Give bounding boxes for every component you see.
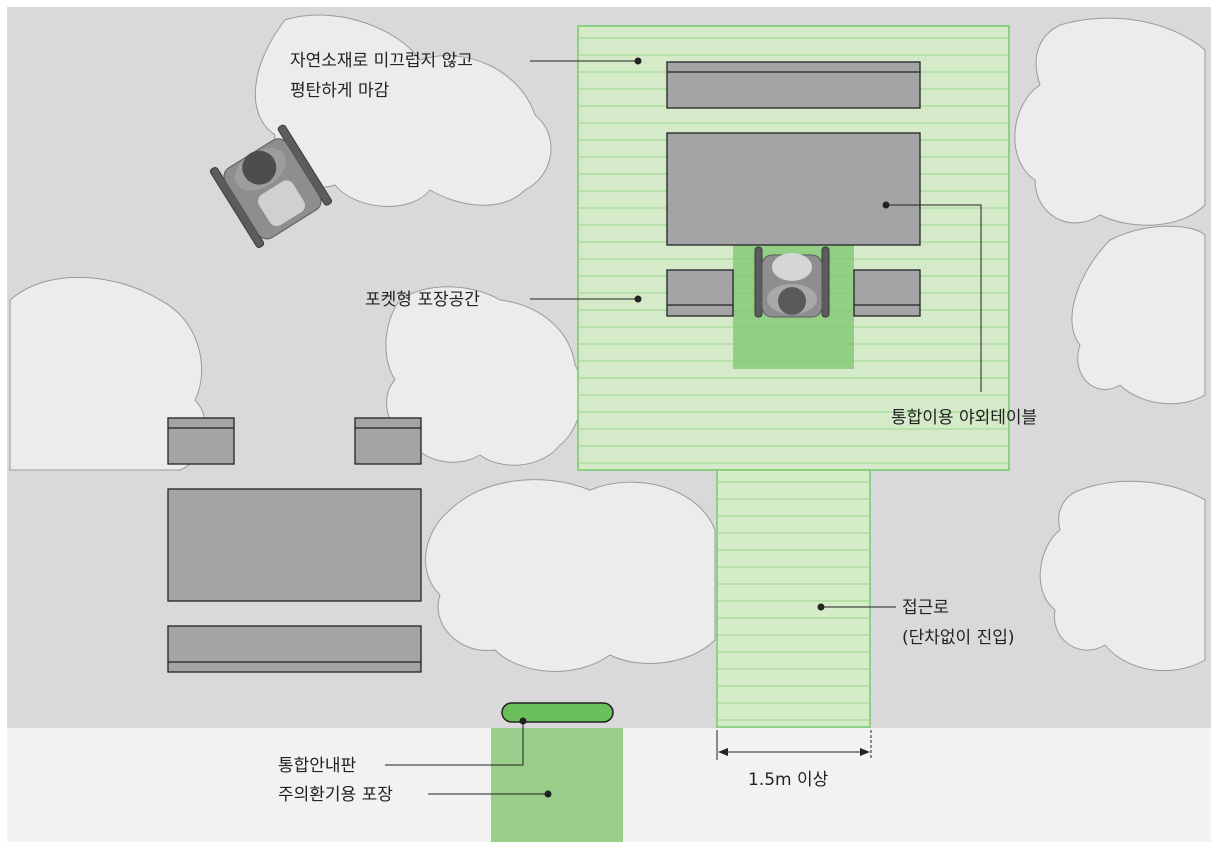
regular-seat-left	[167, 417, 235, 465]
leader-lines	[385, 60, 982, 795]
label-width-dimension: 1.5m 이상	[748, 770, 829, 790]
label-access-path-line1: 접근로	[902, 598, 949, 618]
width-dimension	[716, 730, 872, 760]
user-legs	[258, 180, 306, 227]
seat-left	[666, 269, 734, 317]
warning-paving	[491, 728, 623, 842]
label-warning-paving: 주의환기용 포장	[278, 785, 393, 805]
label-pocket-paving: 포켓형 포장공간	[365, 290, 480, 310]
leader-dots	[519, 57, 890, 798]
user-head	[242, 150, 277, 185]
user-lap	[772, 253, 812, 281]
accessible-table	[666, 132, 921, 246]
label-access-path-line2: (단차없이 진입)	[902, 628, 1015, 648]
seat-right	[853, 269, 921, 317]
info-sign	[501, 702, 614, 723]
wheelchair-user-icon-top-left	[209, 124, 332, 248]
wheelchair-user-icon	[754, 246, 830, 318]
access-path	[716, 469, 871, 728]
regular-bench	[167, 625, 422, 673]
regular-table-set	[167, 417, 422, 673]
regular-table	[167, 488, 422, 602]
regular-seat-right	[354, 417, 422, 465]
tree-canopy-center-bottom	[425, 479, 716, 672]
deck-area	[577, 25, 1010, 728]
user-head	[778, 287, 806, 315]
label-info-sign: 통합안내판	[278, 756, 357, 776]
wheelchair-wheel-right	[821, 246, 830, 318]
tree-canopy-right-mid	[1071, 225, 1206, 405]
tree-canopy-center-left	[385, 286, 583, 466]
outdoor-table-set	[666, 61, 921, 317]
wheelchair-wheel-left	[754, 246, 763, 318]
bench-top	[666, 61, 921, 109]
label-accessible-table: 통합이용 야외테이블	[891, 408, 1037, 428]
tree-canopies	[9, 14, 1206, 672]
tree-canopy-right-top	[1014, 17, 1206, 226]
tree-canopy-right-low	[1039, 480, 1206, 672]
label-surface-line2: 평탄하게 마감	[290, 81, 390, 101]
label-surface-line1: 자연소재로 미끄럽지 않고	[290, 51, 473, 71]
